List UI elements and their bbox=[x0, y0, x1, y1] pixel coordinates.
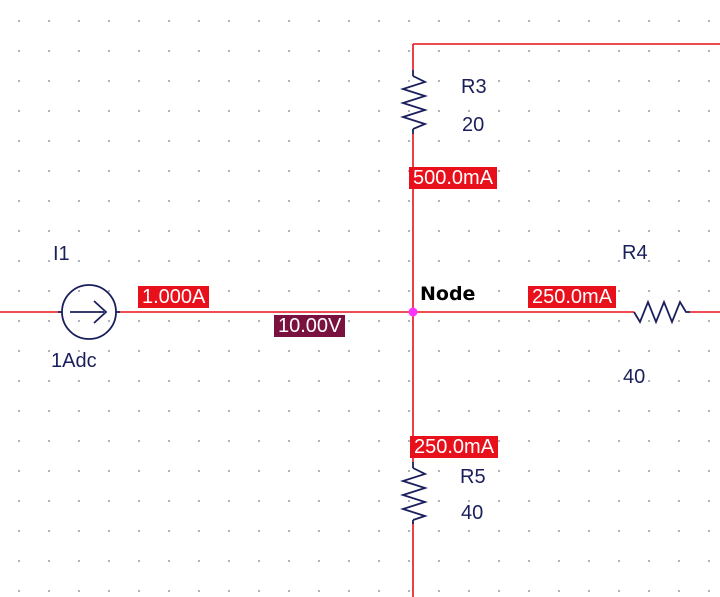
r4-ref-label: R4 bbox=[622, 242, 648, 264]
r3-value-label: 20 bbox=[462, 114, 485, 136]
resistor-r5-symbol[interactable] bbox=[400, 462, 428, 524]
node-marker[interactable] bbox=[408, 307, 418, 317]
r4-current-marker[interactable]: 250.0mA bbox=[528, 286, 617, 308]
source-current-marker[interactable]: 1.000A bbox=[138, 286, 210, 308]
i1-value-label: 1Adc bbox=[51, 350, 97, 372]
r3-ref-label: R3 bbox=[461, 76, 487, 98]
node-label: Node bbox=[420, 283, 476, 305]
r5-ref-label: R5 bbox=[460, 466, 486, 488]
r4-value-label: 40 bbox=[623, 366, 646, 388]
i1-ref-label: I1 bbox=[53, 243, 70, 265]
resistor-r3-symbol[interactable] bbox=[400, 70, 428, 134]
resistor-r4-symbol[interactable] bbox=[633, 299, 690, 325]
r5-value-label: 40 bbox=[461, 502, 484, 524]
node-voltage-marker[interactable]: 10.00V bbox=[274, 315, 346, 337]
r5-current-marker[interactable]: 250.0mA bbox=[410, 436, 499, 458]
r3-current-marker[interactable]: 500.0mA bbox=[409, 167, 498, 189]
current-source-i1-symbol[interactable] bbox=[58, 284, 120, 340]
